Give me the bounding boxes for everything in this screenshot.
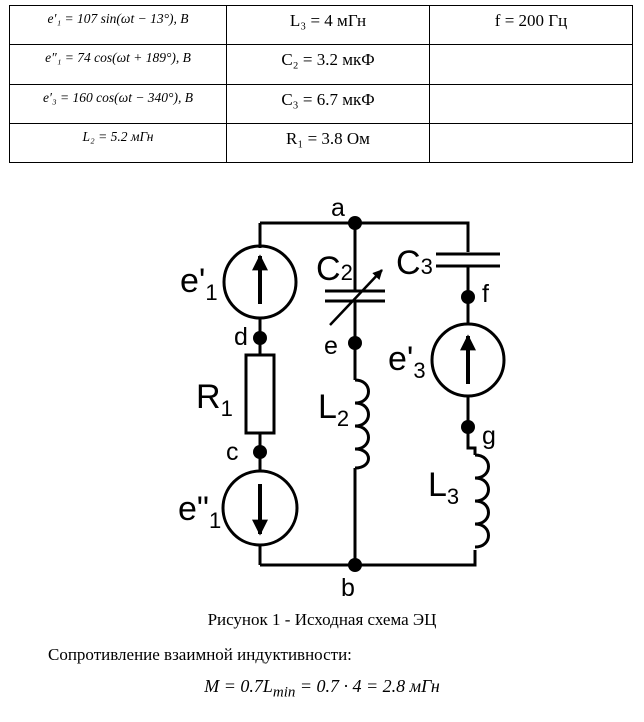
node-label-d: d: [234, 323, 248, 351]
node-g: [461, 420, 475, 434]
table-cell: e′₃ = 160 cos(ωt − 340°), B: [9, 83, 227, 124]
emf-source-e1-double-prime: [221, 469, 299, 547]
label-e3-prime: e'3: [388, 340, 426, 383]
table-cell: f = 200 Гц: [429, 4, 633, 46]
formula-l: L: [262, 676, 273, 696]
table-cell: C₂ = 3.2 мкФ: [226, 44, 430, 85]
node-a: [348, 216, 362, 230]
inductor-l3: [474, 453, 490, 549]
parameters-table: e′₁ = 107 sin(ωt − 13°), B L₃ = 4 мГн f …: [9, 4, 633, 164]
node-c: [253, 445, 267, 459]
emf-source-e3-prime: [430, 322, 506, 398]
table-cell: L₂ = 5.2 мГн: [9, 122, 227, 164]
table-row: e′₁ = 107 sin(ωt − 13°), B L₃ = 4 мГн f …: [9, 4, 633, 46]
inductor-l2: [354, 378, 370, 470]
node-label-a: a: [331, 194, 345, 222]
table-cell: [429, 44, 633, 85]
wire: [260, 550, 477, 567]
circuit-diagram: a b c d e f g e'1 R1 e"1 C2 L2 C3 e'3 L3: [178, 194, 506, 600]
node-label-b: b: [341, 574, 355, 600]
node-label-e: e: [324, 332, 338, 360]
label-l3: L3: [428, 466, 459, 509]
formula-rhs: = 0.7 · 4 = 2.8 мГн: [295, 676, 440, 696]
table-row: e″₁ = 74 cos(ωt + 189°), B C₂ = 3.2 мкФ: [9, 44, 633, 85]
mutual-inductance-formula: M = 0.7Lmin = 0.7 · 4 = 2.8 мГн: [0, 676, 644, 702]
node-d: [253, 331, 267, 345]
table-cell: e′₁ = 107 sin(ωt − 13°), B: [9, 4, 227, 46]
node-label-c: c: [226, 438, 239, 466]
table-cell: C₃ = 6.7 мкФ: [226, 83, 430, 124]
table-cell: L₃ = 4 мГн: [226, 4, 430, 46]
label-e1-double-prime: e"1: [178, 490, 221, 533]
label-l2: L2: [318, 388, 349, 431]
label-c3: C3: [396, 244, 433, 282]
capacitor-c3: [436, 252, 500, 268]
node-b: [348, 558, 362, 572]
table-cell: e″₁ = 74 cos(ωt + 189°), B: [9, 44, 227, 85]
table-cell: R₁ = 3.8 Ом: [226, 122, 430, 164]
label-e1-prime: e'1: [180, 262, 218, 305]
resistor-r1: [244, 353, 276, 435]
node-e: [348, 336, 362, 350]
table-row: e′₃ = 160 cos(ωt − 340°), B C₃ = 6.7 мкФ: [9, 83, 633, 124]
label-c2: C2: [316, 250, 353, 288]
table-cell: [429, 122, 633, 164]
figure-caption: Рисунок 1 - Исходная схема ЭЦ: [207, 610, 437, 629]
emf-source-e1-prime: [222, 244, 298, 320]
node-f: [461, 290, 475, 304]
wire: [260, 221, 470, 252]
table-cell: [429, 83, 633, 124]
table-row: L₂ = 5.2 мГн R₁ = 3.8 Ом: [9, 122, 633, 164]
formula-subscript: min: [272, 684, 296, 701]
mutual-inductance-note: Сопротивление взаимной индуктивности:: [48, 645, 352, 664]
label-r1: R1: [196, 378, 233, 421]
node-label-f: f: [482, 280, 489, 308]
formula-lhs: M = 0.7: [204, 676, 263, 696]
node-label-g: g: [482, 422, 496, 450]
